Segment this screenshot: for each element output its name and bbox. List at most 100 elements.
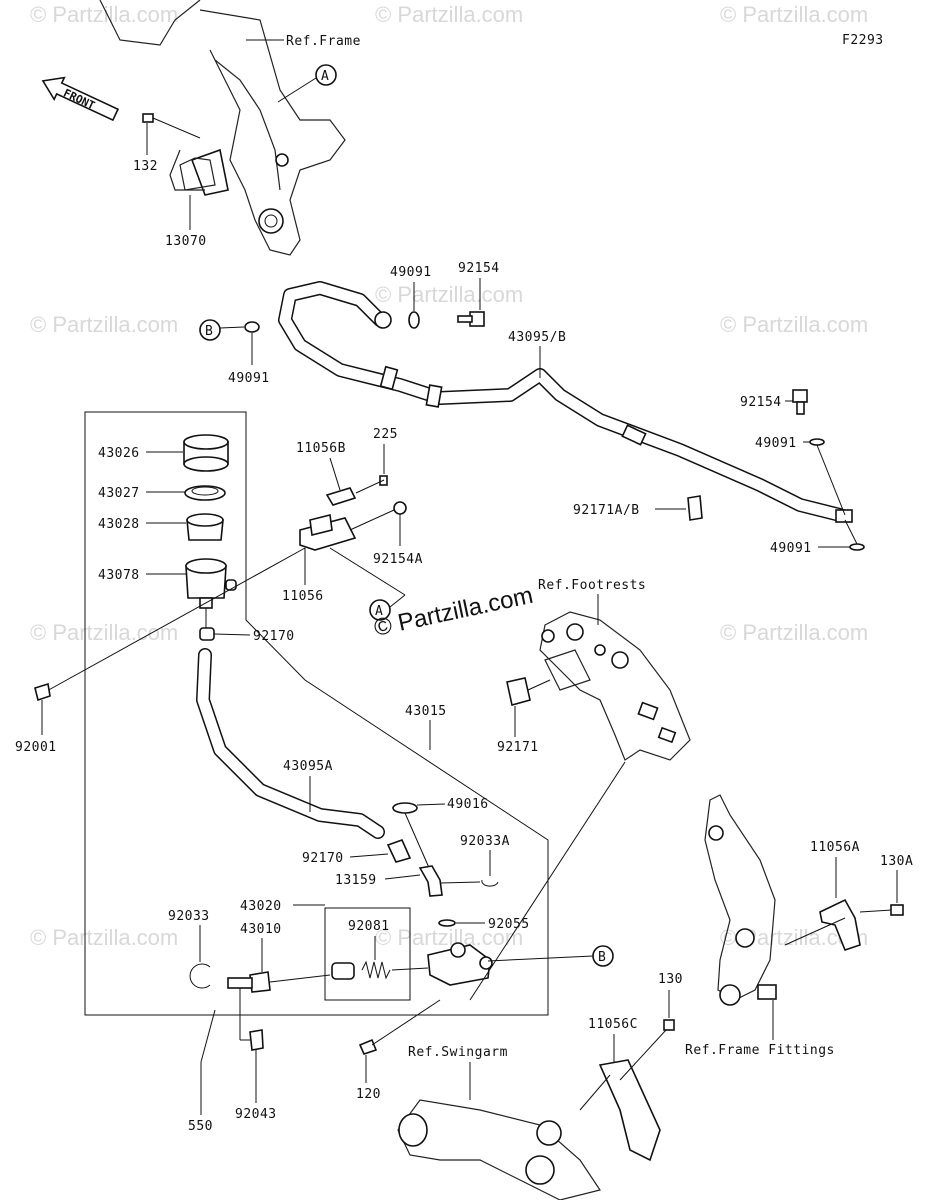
- spring-92081-icon: [361, 960, 391, 980]
- part-label-13070: 13070: [165, 234, 207, 249]
- part-label-49091-left: 49091: [228, 371, 270, 386]
- part-label-43010: 43010: [240, 922, 282, 937]
- leader-line: [404, 812, 431, 871]
- leader-line: [389, 594, 406, 608]
- bolt-92154-right-icon: [792, 389, 808, 415]
- grommet-49016-icon: [392, 802, 418, 814]
- leader-line: [349, 853, 389, 858]
- master-cylinder-body-icon: [427, 942, 493, 986]
- clamp-92170-mid-icon: [386, 838, 412, 863]
- watermarks: © Partzilla.com © Partzilla.com © Partzi…: [30, 2, 868, 950]
- part-label-43095b: 43095/B: [508, 330, 566, 345]
- part-label-92033a: 92033A: [460, 834, 510, 849]
- part-label-92043: 92043: [235, 1107, 277, 1122]
- leader-line: [329, 547, 406, 596]
- leader-line: [219, 326, 245, 329]
- part-label-49016: 49016: [447, 797, 489, 812]
- bolt-92154a-icon: [393, 501, 407, 515]
- center-watermark: © Partzilla.com: [372, 582, 536, 642]
- footrest-bracket-drawing: [539, 611, 691, 761]
- leader-line: [349, 509, 395, 531]
- figure-code: F2293: [842, 33, 884, 48]
- part-label-92171ab: 92171A/B: [573, 503, 640, 518]
- part-label-11056c: 11056C: [588, 1017, 638, 1032]
- elbow-13159-icon: [418, 865, 443, 897]
- washer-49091-icon: [244, 321, 260, 333]
- part-label-92154-top: 92154: [458, 261, 500, 276]
- part-label-43020: 43020: [240, 899, 282, 914]
- callout-b: B: [205, 324, 213, 339]
- bolt-92001-icon: [34, 682, 51, 702]
- callout-circle: [199, 319, 221, 341]
- oring-92055-icon: [438, 919, 456, 927]
- part-label-92154-right: 92154: [740, 395, 782, 410]
- part-label-49091-right1: 49091: [755, 436, 797, 451]
- leader-line: [844, 519, 858, 545]
- washer-49091-icon: [809, 438, 825, 446]
- reservoir-hose-43095a: [196, 648, 385, 839]
- circlip-92033a-icon: [481, 879, 499, 887]
- frame-drawing: [99, 0, 346, 256]
- leader-line: [384, 874, 421, 880]
- clamp-13070-icon: [179, 157, 216, 191]
- leader-line: [200, 1009, 216, 1063]
- washer-49091-icon: [408, 311, 420, 329]
- leader-line: [859, 909, 892, 913]
- part-label-120: 120: [356, 1087, 381, 1102]
- plate-43027-icon: [184, 485, 226, 501]
- bolt-92154-icon: [457, 311, 485, 327]
- watermark: © Partzilla.com: [375, 925, 523, 950]
- part-label-92171: 92171: [497, 740, 539, 755]
- watermark: © Partzilla.com: [30, 925, 178, 950]
- part-label-11056b: 11056B: [296, 441, 346, 456]
- part-label-92170-top: 92170: [253, 629, 295, 644]
- part-label-49091-right2: 49091: [770, 541, 812, 556]
- part-label-43027: 43027: [98, 486, 140, 501]
- washer-49091-icon: [849, 543, 865, 551]
- bracket-11056c-icon: [598, 1059, 661, 1162]
- part-label-132: 132: [133, 159, 158, 174]
- leader-line: [329, 457, 341, 491]
- bracket-11056-icon: [299, 514, 357, 551]
- clip-92171ab-icon: [687, 495, 703, 521]
- callout-a: A: [321, 69, 329, 84]
- leader-line: [277, 77, 317, 103]
- part-label-92001: 92001: [15, 740, 57, 755]
- leader-line: [391, 967, 429, 971]
- frame-fittings-drawing: [704, 794, 777, 1006]
- banjo-fitting-icon: [374, 311, 392, 329]
- reservoir-43078-icon: [185, 558, 237, 609]
- circlip-92033-icon: [189, 963, 211, 989]
- assembly-box-43015: [84, 411, 549, 1016]
- watermark: © Partzilla.com: [375, 282, 523, 307]
- bolt-132-icon: [142, 113, 201, 139]
- watermark: © Partzilla.com: [30, 2, 178, 27]
- front-arrow-icon: FRONT: [41, 76, 120, 122]
- part-label-43015: 43015: [405, 704, 447, 719]
- ref-swingarm-label: Ref.Swingarm: [408, 1045, 508, 1060]
- callout-b: B: [598, 950, 606, 965]
- part-label-11056a: 11056A: [810, 840, 860, 855]
- part-label-92081: 92081: [348, 919, 390, 934]
- part-label-43078: 43078: [98, 568, 140, 583]
- leader-line: [816, 444, 846, 516]
- part-label-11056: 11056: [282, 589, 324, 604]
- part-label-49091-top: 49091: [390, 265, 432, 280]
- leader-line: [213, 633, 251, 636]
- pin-92043-icon: [249, 1029, 264, 1051]
- watermark: © Partzilla.com: [30, 312, 178, 337]
- leader-line: [487, 955, 594, 962]
- part-label-130a: 130A: [880, 854, 913, 869]
- part-label-130: 130: [658, 972, 683, 987]
- leader-line: [527, 679, 551, 691]
- ref-footrests-label: Ref.Footrests: [538, 578, 646, 593]
- leader-line: [44, 547, 306, 693]
- bolt-120-icon: [358, 1038, 378, 1055]
- watermark: © Partzilla.com: [720, 312, 868, 337]
- diaphragm-43028-icon: [186, 513, 224, 541]
- part-label-92055: 92055: [488, 917, 530, 932]
- part-label-92154a: 92154A: [373, 552, 423, 567]
- part-label-225: 225: [373, 427, 398, 442]
- part-label-43028: 43028: [98, 517, 140, 532]
